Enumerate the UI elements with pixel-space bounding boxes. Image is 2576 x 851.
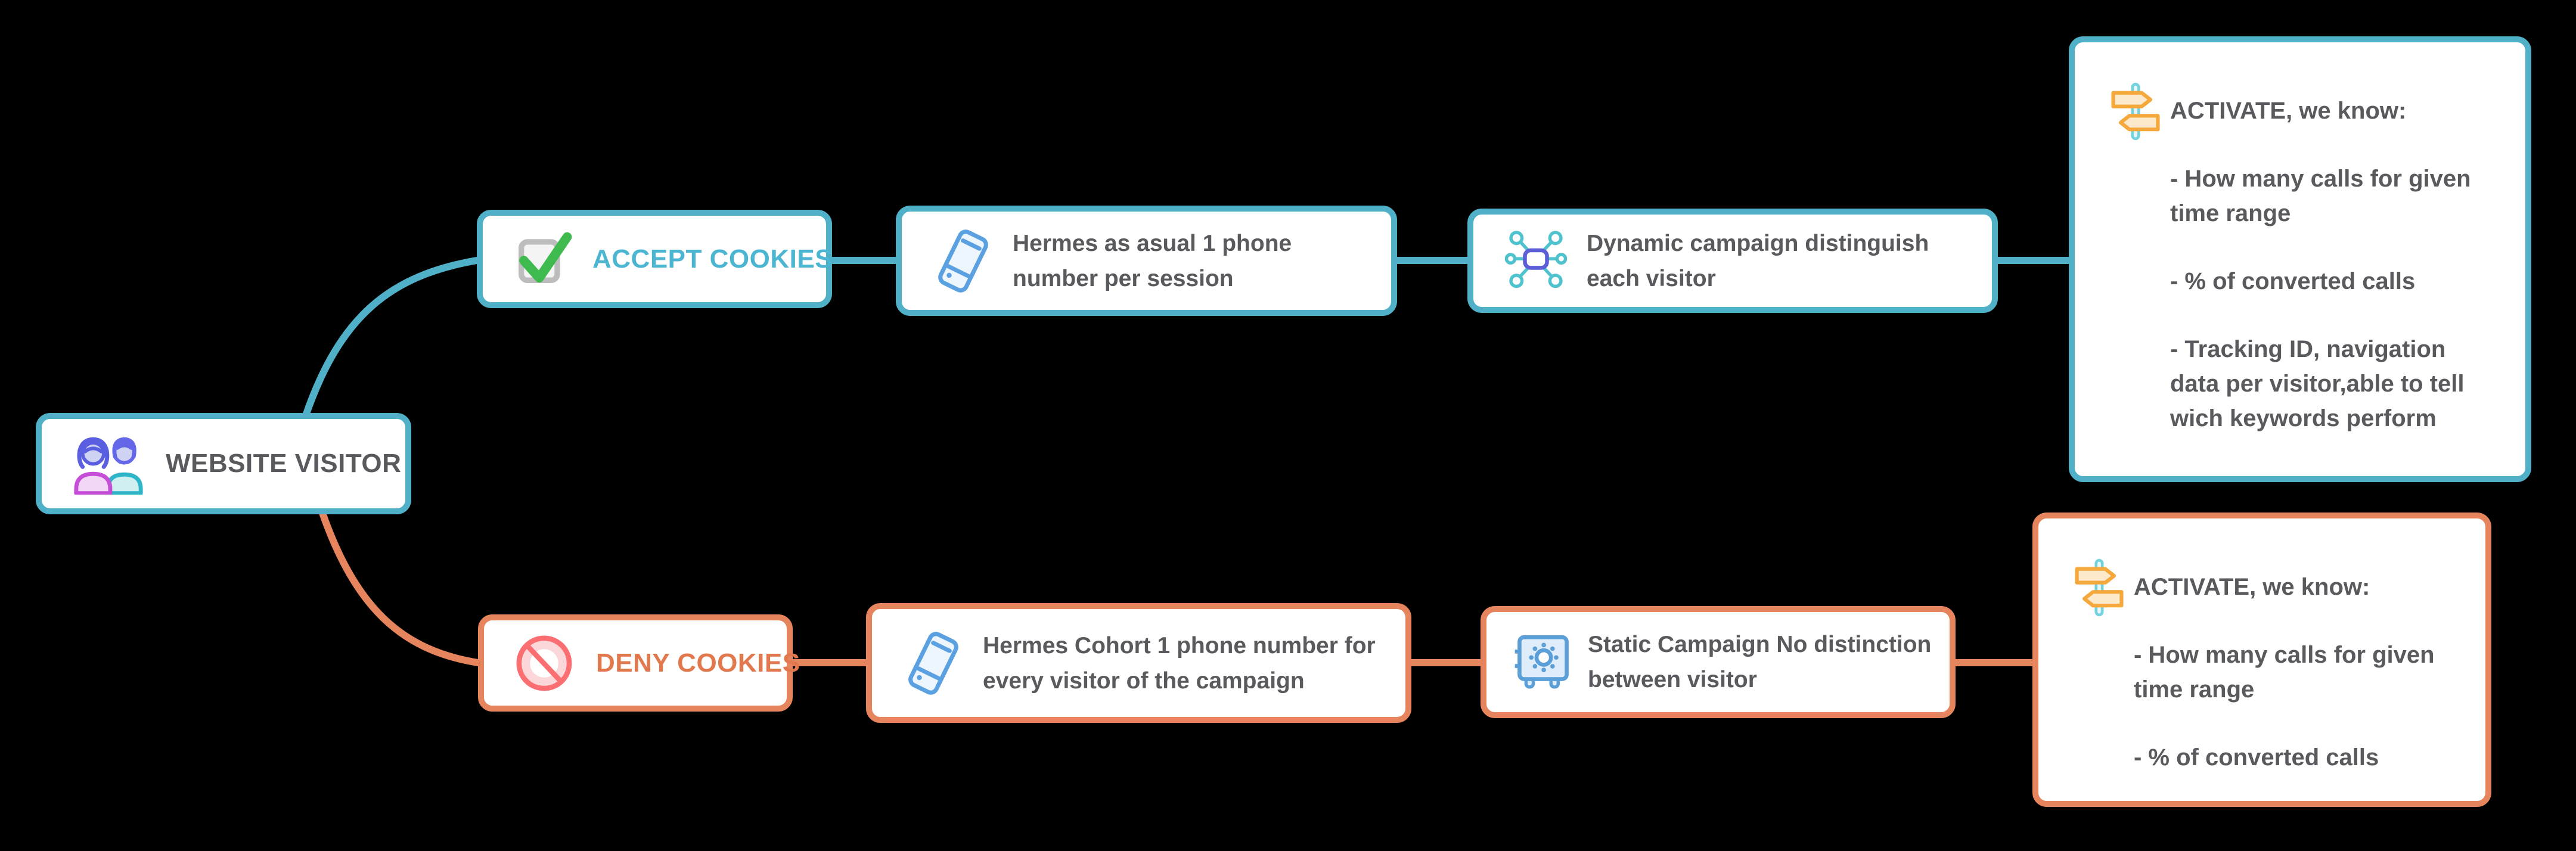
node-deny-cookies[interactable]: DENY COOKIES <box>478 614 800 712</box>
activate-title: ACTIVATE, we know: <box>2134 574 2370 600</box>
phone-icon <box>898 628 969 698</box>
node-label: ACCEPT COOKIES <box>592 244 833 274</box>
activate-bullet: - How many calls for given time range <box>2134 642 2435 703</box>
network-nodes-icon <box>1500 230 1572 292</box>
activate-text-block: ACTIVATE, we know: - How many calls for … <box>2134 570 2460 775</box>
node-static-campaign[interactable]: Static Campaign No distinction between v… <box>1481 606 1956 718</box>
node-accept-cookies[interactable]: ACCEPT COOKIES <box>477 210 833 308</box>
node-text: Hermes as asual 1 phone number per sessi… <box>1013 230 1292 291</box>
node-text: Dynamic campaign distinguish each visito… <box>1587 230 1929 291</box>
node-hermes-cohort[interactable]: Hermes Cohort 1 phone number for every v… <box>866 603 1411 723</box>
node-activate-deny[interactable]: ACTIVATE, we know: - How many calls for … <box>2032 513 2491 807</box>
checkbox-check-icon <box>511 228 573 290</box>
activate-title: ACTIVATE, we know: <box>2170 98 2407 124</box>
people-icon <box>70 433 147 496</box>
activate-bullet: - Tracking ID, navigation data per visit… <box>2170 336 2465 431</box>
safe-vault-icon <box>1510 629 1576 695</box>
node-text: Static Campaign No distinction between v… <box>1588 632 1932 692</box>
node-website-visitor[interactable]: WEBSITE VISITOR <box>36 413 411 514</box>
connector-visitor-deny <box>318 508 482 666</box>
node-activate-accept[interactable]: ACTIVATE, we know: - How many calls for … <box>2069 36 2531 482</box>
node-hermes-session[interactable]: Hermes as asual 1 phone number per sessi… <box>896 206 1397 316</box>
phone-icon <box>928 226 998 296</box>
no-entry-icon <box>513 631 577 695</box>
node-dynamic-campaign[interactable]: Dynamic campaign distinguish each visito… <box>1467 209 1998 313</box>
activate-text-block: ACTIVATE, we know: - How many calls for … <box>2170 94 2500 436</box>
node-label: DENY COOKIES <box>596 648 800 678</box>
activate-bullet: - % of converted calls <box>2170 268 2416 294</box>
node-text: Hermes Cohort 1 phone number for every v… <box>983 632 1376 694</box>
connector-visitor-accept <box>302 257 480 421</box>
activate-bullet: - % of converted calls <box>2134 744 2379 771</box>
signpost-icon <box>2105 80 2167 142</box>
node-label: WEBSITE VISITOR <box>166 449 402 478</box>
activate-bullet: - How many calls for given time range <box>2170 166 2471 226</box>
signpost-icon <box>2068 557 2130 619</box>
